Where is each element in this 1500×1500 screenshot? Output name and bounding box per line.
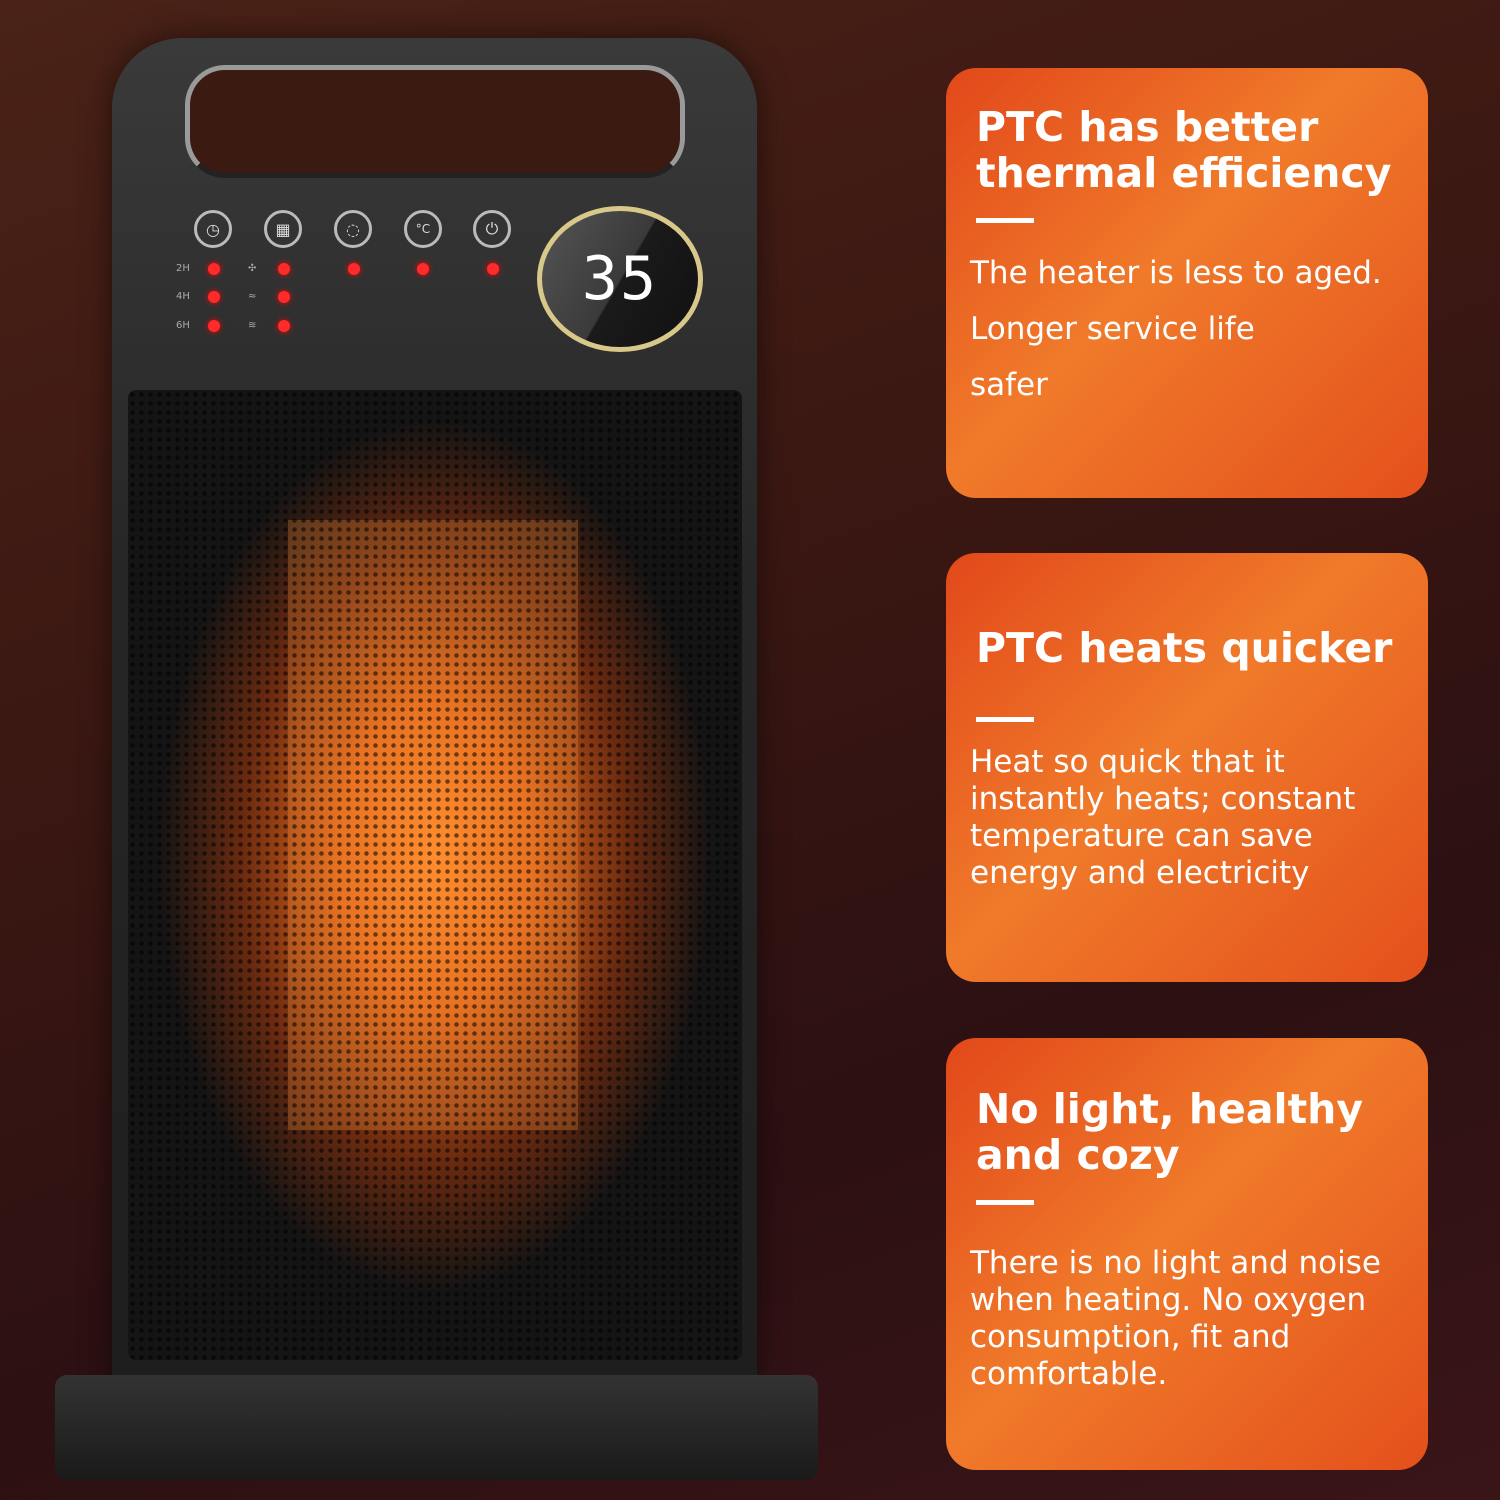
temperature-display: 35: [537, 206, 703, 352]
led-indicator: [278, 263, 290, 275]
mode-button[interactable]: ▦: [264, 210, 302, 248]
feature-card-efficiency: PTC has better thermal efficiency The he…: [946, 68, 1428, 498]
timer-4h-label: 4H: [176, 291, 190, 302]
swing-button[interactable]: ◌: [334, 210, 372, 248]
led-indicator: [278, 320, 290, 332]
led-indicator: [487, 263, 499, 275]
card-line: Longer service life: [970, 311, 1255, 347]
heater-base: [55, 1375, 818, 1480]
fan-mode-label: ✣: [248, 263, 257, 274]
led-indicator: [208, 263, 220, 275]
low-heat-label: ≈: [248, 291, 257, 302]
heating-grille: [128, 390, 742, 1360]
feature-card-healthy: No light, healthy and cozy There is no l…: [946, 1038, 1428, 1470]
divider: [976, 218, 1034, 223]
card-line: safer: [970, 367, 1048, 403]
high-heat-label: ≋: [248, 320, 257, 331]
temperature-button[interactable]: °C: [404, 210, 442, 248]
feature-card-quick-heat: PTC heats quicker Heat so quick that it …: [946, 553, 1428, 982]
power-button[interactable]: ⏻: [473, 210, 511, 248]
timer-button[interactable]: ◷: [194, 210, 232, 248]
ptc-element: [288, 520, 578, 1130]
card-body: Heat so quick that it instantly heats; c…: [970, 744, 1356, 891]
timer-2h-label: 2H: [176, 263, 190, 274]
timer-6h-label: 6H: [176, 320, 190, 331]
divider: [976, 1200, 1034, 1205]
space-heater: ◷ ▦ ◌ °C ⏻ 2H 4H 6H ✣ ≈ ≋ 35: [112, 38, 757, 1388]
led-indicator: [208, 320, 220, 332]
led-indicator: [417, 263, 429, 275]
card-title: PTC heats quicker: [976, 624, 1393, 672]
led-indicator: [208, 291, 220, 303]
carry-handle: [185, 65, 685, 178]
led-indicator: [348, 263, 360, 275]
card-title: PTC has better thermal efficiency: [976, 103, 1392, 197]
divider: [976, 717, 1034, 722]
card-body: There is no light and noise when heating…: [970, 1245, 1381, 1392]
led-indicator: [278, 291, 290, 303]
card-line: The heater is less to aged.: [970, 255, 1382, 291]
card-title: No light, healthy and cozy: [976, 1085, 1364, 1179]
